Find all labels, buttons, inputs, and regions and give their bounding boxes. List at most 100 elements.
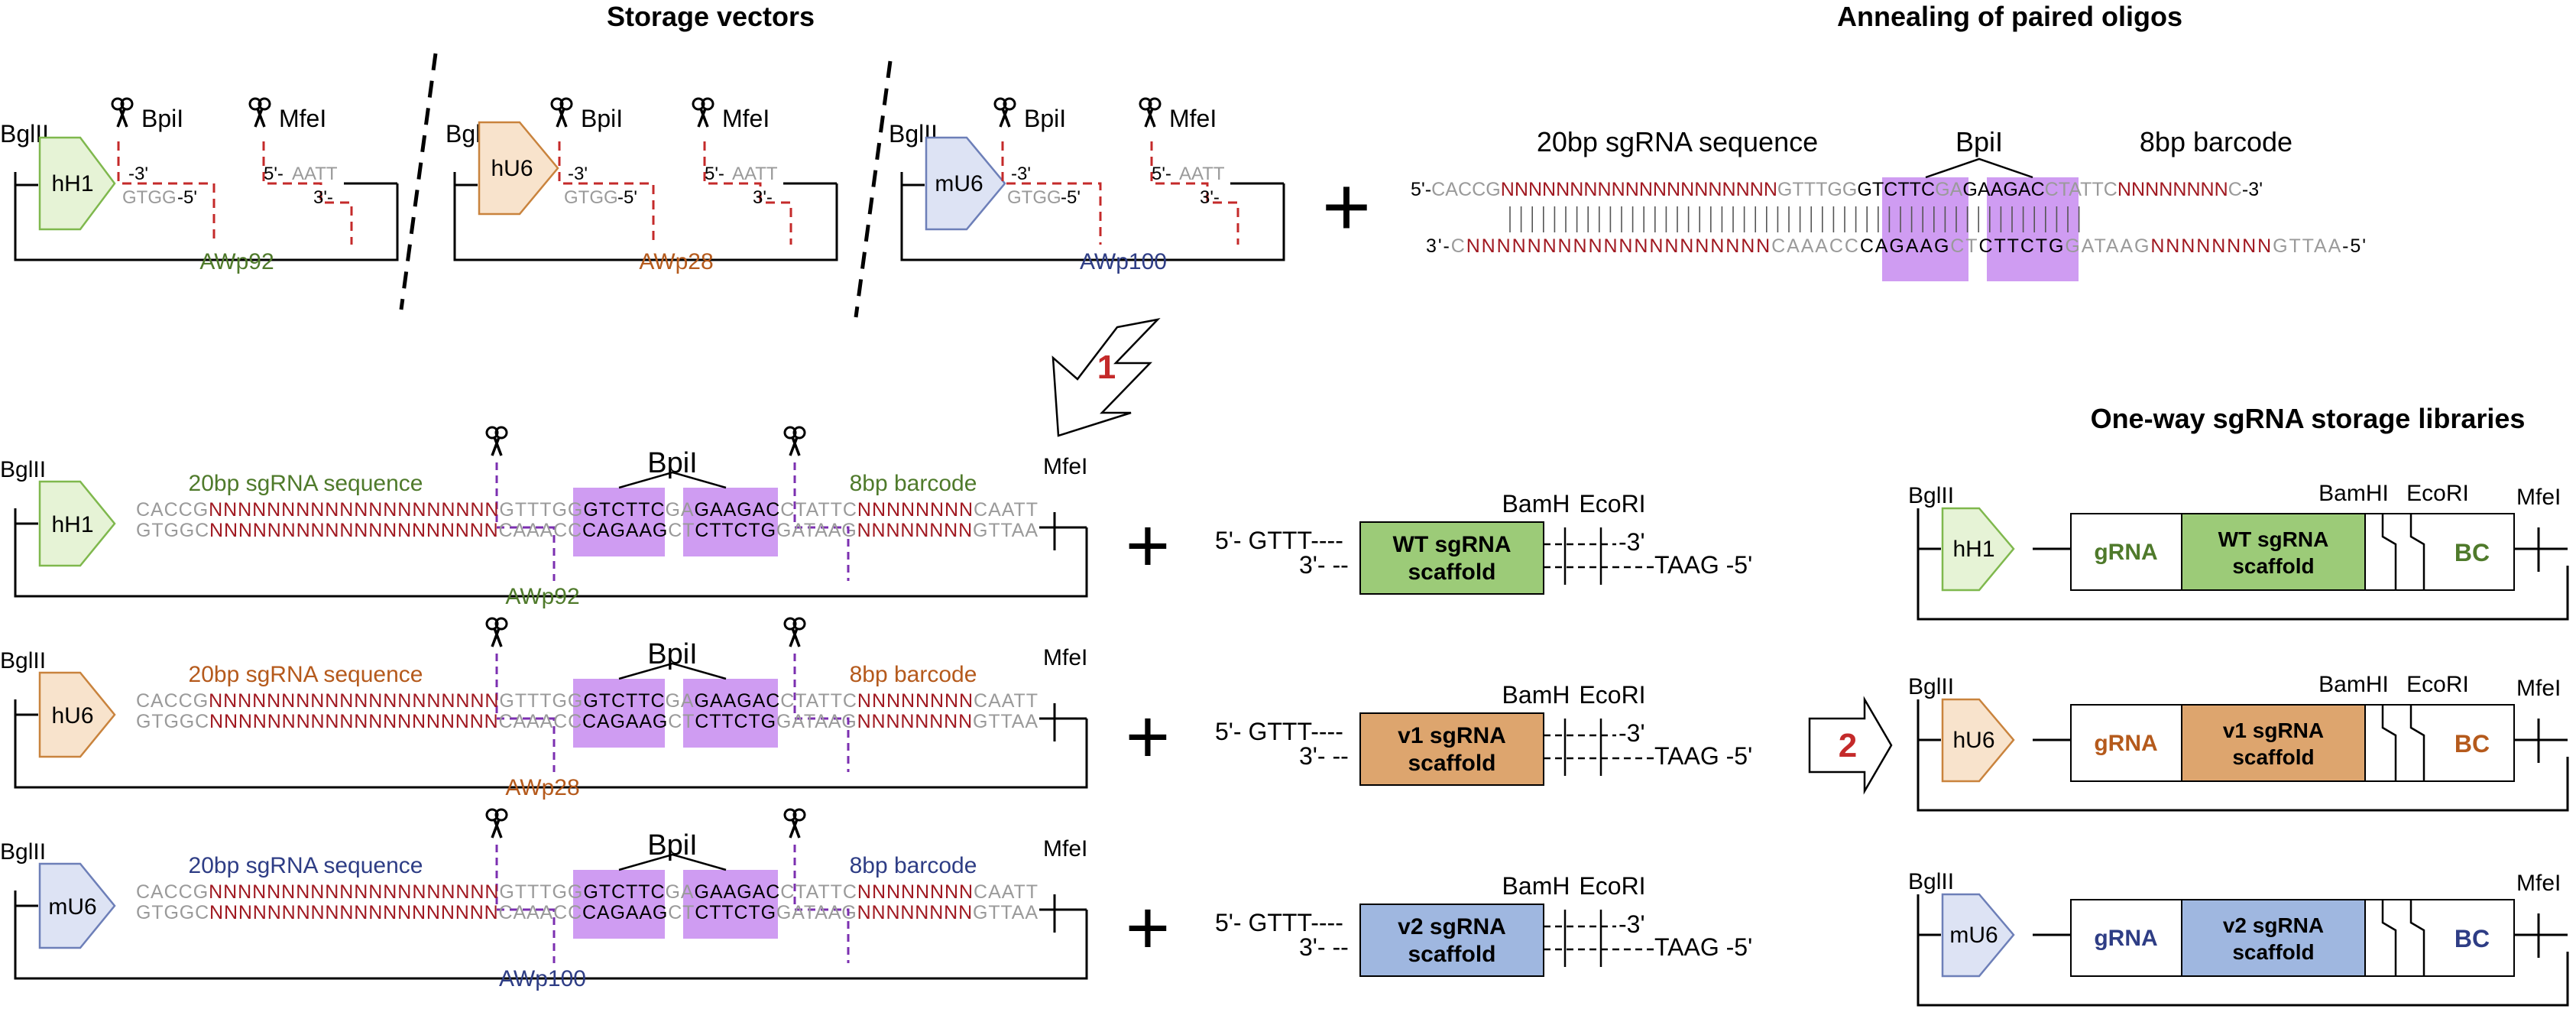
overhang-3-label: -3' — [128, 164, 148, 184]
bglii-label: BglII — [0, 457, 46, 482]
scaffold-bot-left: 3'- -- — [1299, 742, 1349, 770]
scissors-icon — [550, 97, 573, 128]
scaffold-name-2: scaffold — [1408, 751, 1495, 776]
scissors-icon — [783, 617, 806, 648]
promoter-hU6-arrow — [38, 671, 116, 758]
scaffold-name-2: scaffold — [2232, 940, 2314, 964]
cut-path-mfei — [1150, 141, 1239, 245]
overhang-gtgg: GTGG — [122, 187, 177, 208]
sgrna-label: 20bp sgRNA sequence — [189, 853, 423, 878]
overhang-3prime: 3'- — [753, 187, 773, 208]
promoter-mU6-arrow — [925, 136, 1006, 231]
scissors-icon — [485, 808, 508, 839]
bpii-label: BpiI — [647, 447, 697, 479]
scaffold-box — [2181, 704, 2366, 782]
title-libraries: One-way sgRNA storage libraries — [2091, 403, 2526, 434]
overhang-5-label: -5' — [1061, 187, 1081, 208]
ecori-label: EcoRI — [1579, 490, 1645, 517]
overhang-5-label: -5' — [177, 187, 197, 208]
oligo-top-strand: 5'-CACCGNNNNNNNNNNNNNNNNNNNNGTTTGGGTCTTC… — [1411, 179, 2263, 200]
scaffold-fragment-v2: 5'- GTTT----3'- --v2 sgRNAscaffold-3'TAA… — [1215, 872, 1752, 977]
title-storage-vectors: Storage vectors — [607, 1, 815, 32]
overhang-3-label: -3' — [568, 164, 588, 184]
vector-name-awp28: AWp28 — [639, 249, 713, 274]
plus-sign: + — [1126, 694, 1170, 780]
base-pair-ticks — [1509, 206, 2080, 232]
scissors-icon — [783, 808, 806, 839]
scaffold-box — [1359, 521, 1544, 595]
bpii-label: BpiI — [141, 105, 183, 132]
scaffold-bot-left: 3'- -- — [1299, 933, 1349, 961]
barcode-label: 8bp barcode — [850, 662, 977, 687]
cloned-bottom-strand: GTGGCNNNNNNNNNNNNNNNNNNNNCAAACCCAGAAGCTC… — [136, 711, 1038, 732]
promoter-hH1-label: hH1 — [51, 512, 93, 537]
scaffold-fragment-wt: 5'- GTTT----3'- --WT sgRNAscaffold-3'TAA… — [1215, 490, 1752, 595]
cloned-top-strand: CACCGNNNNNNNNNNNNNNNNNNNNGTTTGGGTCTTCGAG… — [136, 881, 1038, 903]
step-2-arrow: 2 — [1808, 696, 1893, 795]
bpii-site-highlight — [1882, 177, 1968, 281]
scaffold-top-left: 5'- GTTT---- — [1215, 527, 1343, 554]
divider-2 — [854, 60, 893, 318]
scissors-icon — [783, 426, 806, 457]
mfei-label: MfeI — [722, 105, 770, 132]
step-2-label: 2 — [1839, 727, 1857, 764]
grna-box — [2070, 513, 2182, 591]
scaffold-top-right: -3' — [1619, 910, 1645, 938]
scissors-icon — [485, 617, 508, 648]
bpii-label: BpiI — [1024, 105, 1066, 132]
promoter-hU6-label: hU6 — [491, 156, 533, 181]
scissors-icon — [1139, 97, 1162, 128]
mfei-label: MfeI — [1043, 454, 1087, 479]
bc-label: BC — [2454, 925, 2490, 952]
promoter-hH1-arrow — [38, 480, 116, 567]
scaffold-top-left: 5'- GTTT---- — [1215, 718, 1343, 745]
title-annealing: Annealing of paired oligos — [1837, 1, 2182, 32]
bpii-site-highlight — [573, 488, 665, 556]
bpii-site-highlight — [683, 870, 778, 939]
ecori-label: EcoRI — [1579, 872, 1645, 900]
promoter-label: hU6 — [1952, 728, 1994, 753]
mfei-label: MfeI — [1169, 105, 1217, 132]
bpii-site-highlight — [573, 679, 665, 748]
mfei-label: MfeI — [1043, 836, 1087, 861]
scaffold-bot-right: TAAG -5' — [1654, 742, 1752, 770]
cut-path-bpii — [1001, 141, 1102, 245]
scaffold-bot-left: 3'- -- — [1299, 551, 1349, 579]
overhang-5prime: 5'- — [1152, 164, 1171, 184]
grna-label: gRNA — [2094, 926, 2157, 951]
storage-vector-awp28: BglII hU6 BpiI MfeI -3' GTGG -5' 5'- AAT… — [446, 97, 838, 274]
bglii-label: BglII — [1908, 674, 1954, 699]
bc-box — [2364, 513, 2515, 591]
grna-box — [2070, 899, 2182, 977]
promoter-label: hH1 — [1952, 537, 1994, 562]
scissors-icon — [692, 97, 714, 128]
sgrna-label: 20bp sgRNA sequence — [189, 662, 423, 687]
bpii-site-highlight — [683, 488, 778, 556]
bglii-label: BglII — [0, 839, 46, 865]
scaffold-name: WT sgRNA — [2218, 527, 2329, 551]
vector-name: AWp100 — [499, 966, 586, 991]
vector-name: AWp92 — [505, 584, 579, 609]
scaffold-name: v1 sgRNA — [2223, 719, 2324, 742]
promoter-hU6-label: hU6 — [51, 703, 93, 728]
vector-name-awp100: AWp100 — [1080, 249, 1167, 274]
mfei-label: MfeI — [2516, 676, 2561, 701]
bc-box — [2364, 899, 2515, 977]
grna-label: gRNA — [2094, 731, 2157, 756]
cloned-bottom-strand: GTGGCNNNNNNNNNNNNNNNNNNNNCAAACCCAGAAGCTC… — [136, 520, 1038, 541]
promoter-mU6-arrow — [38, 862, 116, 949]
scaffold-bot-right: TAAG -5' — [1654, 933, 1752, 961]
bamh-label: BamH — [1502, 490, 1570, 517]
step-1-label: 1 — [1097, 349, 1116, 386]
bglii-label: BglII — [1908, 869, 1954, 894]
mfei-label: MfeI — [1043, 645, 1087, 670]
bpii-label: BpiI — [581, 105, 623, 132]
cut-path-bpii — [558, 141, 655, 245]
sgrna-label: 20bp sgRNA sequence — [189, 471, 423, 496]
scaffold-box — [2181, 899, 2366, 977]
annealed-oligo: 20bp sgRNA sequence BpiI 8bp barcode 5'-… — [1411, 126, 2366, 281]
bpii-site-highlight — [683, 679, 778, 748]
mfei-label: MfeI — [2516, 485, 2561, 510]
overhang-5prime: 5'- — [705, 164, 724, 184]
